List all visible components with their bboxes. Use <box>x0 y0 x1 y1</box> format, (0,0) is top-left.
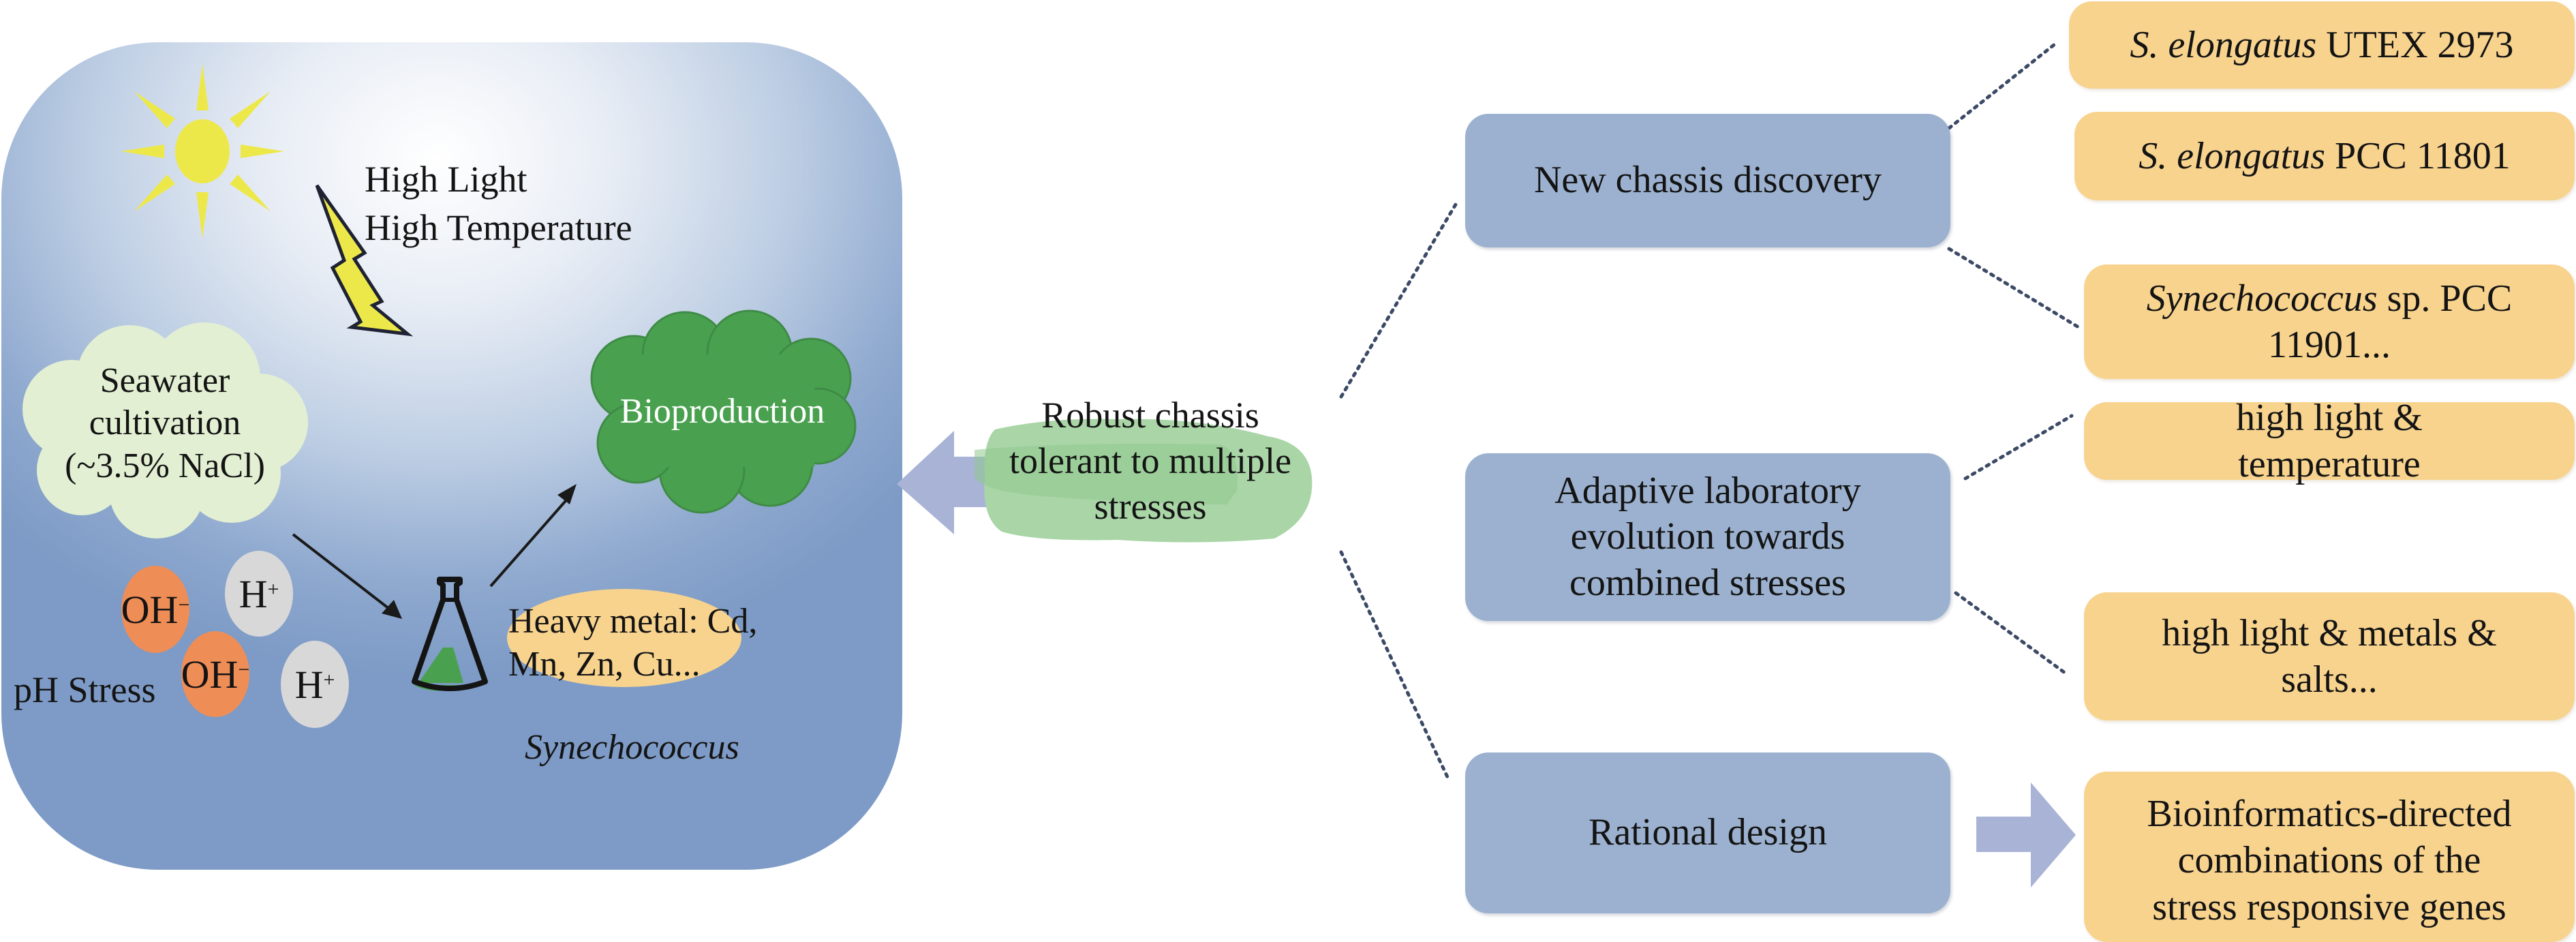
strategy-new-chassis-discovery: New chassis discovery <box>1465 114 1950 247</box>
ion-oh: OH− <box>181 631 249 717</box>
ion-h: H+ <box>225 551 293 637</box>
organism-label: Synechococcus <box>525 728 739 767</box>
heavy-metal-label: Heavy metal: Cd, Mn, Zn, Cu... <box>508 602 758 684</box>
flask-icon <box>412 577 488 691</box>
robust-chassis-blob-shade <box>975 444 1238 504</box>
strategy-rational-design: Rational design <box>1465 753 1950 913</box>
robust-chassis-label: Robust chassis tolerant to multiple stre… <box>1009 395 1291 527</box>
big-right-arrow <box>1976 783 2076 887</box>
ion-h: H+ <box>281 641 349 728</box>
strategy-adaptive-laboratory-evolution: Adaptive laboratory evolution towards co… <box>1465 453 1950 621</box>
outcome-pcc-11901: Synechococcus sp. PCC 11901... <box>2084 264 2575 379</box>
seawater-cloud <box>22 322 308 538</box>
outcome-high-light-temperature: high light & temperature <box>2084 397 2575 485</box>
outcome-utex-2973: S. elongatus UTEX 2973 <box>2069 1 2575 89</box>
bioproduction-label: Bioproduction <box>619 392 825 431</box>
ion-oh: OH− <box>121 566 189 653</box>
dotted-connectors <box>1339 42 2081 779</box>
outcome-bioinformatics-directed: Bioinformatics-directed combinations of … <box>2084 772 2575 942</box>
outcome-high-light-metals-salts: high light & metals & salts... <box>2084 592 2575 720</box>
sun-icon <box>121 64 284 239</box>
arrow-icon <box>489 484 577 588</box>
bioproduction-cloud-fill <box>630 354 814 467</box>
arrow-icon <box>292 533 402 619</box>
stress-light-label: High Light High Temperature <box>365 159 632 249</box>
outcome-pcc-11801: S. elongatus PCC 11801 <box>2074 112 2575 200</box>
ph-stress-label: pH Stress <box>14 669 156 710</box>
heavy-metal-ellipse <box>507 589 741 687</box>
lightning-icon <box>315 184 414 337</box>
seawater-label: Seawater cultivation (~3.5% NaCl) <box>65 361 265 485</box>
